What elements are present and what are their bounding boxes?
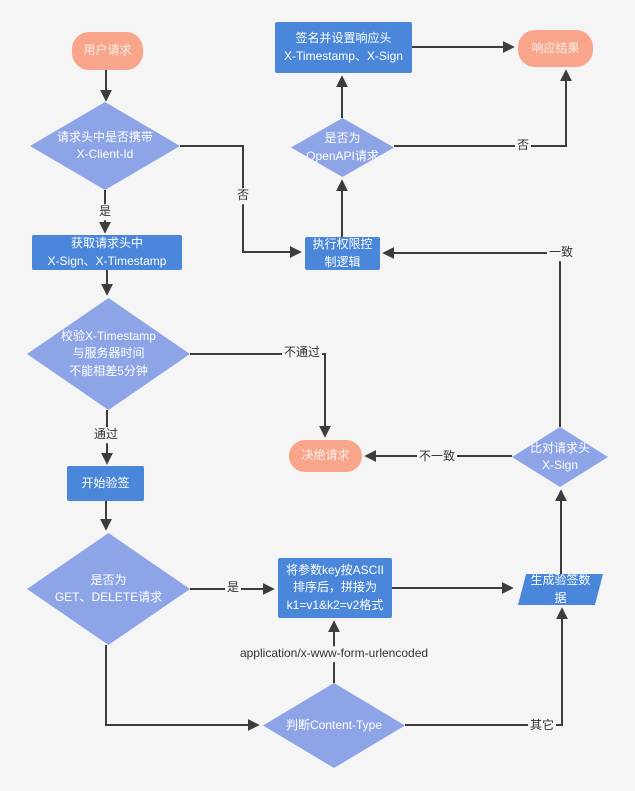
edge-label-yes-client-id: 是 [96,204,114,220]
edge-comparesign-match [382,247,561,427]
edge-label-form-urlencoded: application/x-www-form-urlencoded [237,646,431,662]
node-get-headers: 获取请求头中 X-Sign、X-Timestamp [32,235,182,270]
node-gen-sign-data: 生成验签数据 [518,574,603,605]
node-sign-response: 签名并设置响应头 X-Timestamp、X-Sign [275,22,412,73]
node-exec-permission: 执行权限控 制逻辑 [305,237,380,270]
node-sort-params: 将参数key按ASCII 排序后，拼接为 k1=v1&k2=v2格式 [278,558,392,618]
edge-openapi-no [394,69,572,147]
node-response-result: 响应结果 [518,30,593,67]
edge-label-no-openapi: 否 [514,138,532,154]
edge-label-pass: 通过 [91,427,121,443]
node-start-verify: 开始验签 [67,466,144,501]
edge-getdelete-down [105,645,260,731]
edge-label-no-pass: 不通过 [281,345,323,361]
node-user-request: 用户请求 [72,32,143,70]
node-reject-request: 决绝请求 [289,440,362,472]
edge-contenttype-other [405,607,568,726]
edge-label-no-client-id: 否 [234,188,252,204]
edge-label-match: 一致 [546,245,576,261]
edge-label-other: 其它 [527,718,557,734]
edge-label-mismatch: 不一致 [416,449,458,465]
edge-checkts-nopass [190,353,331,438]
edge-label-yes-get-delete: 是 [224,580,242,596]
